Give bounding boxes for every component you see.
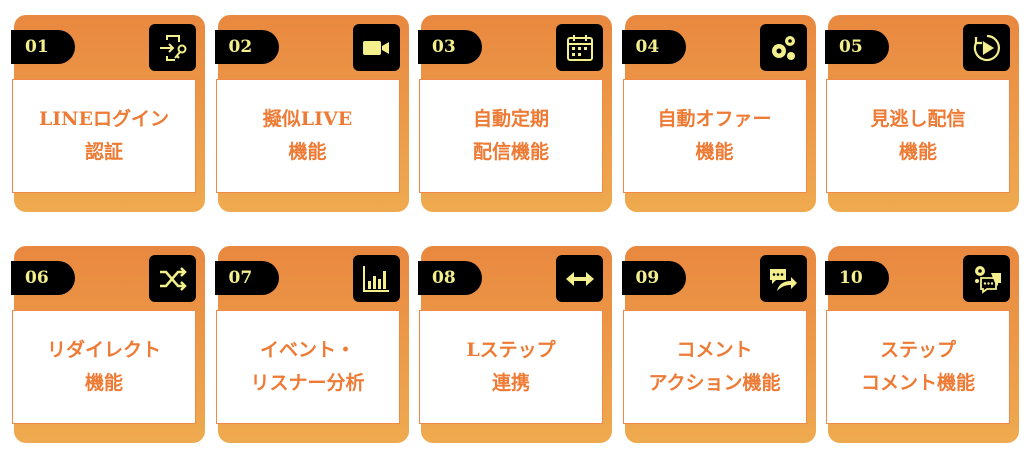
feature-card: 09 コメント アクション機能: [621, 246, 816, 443]
feature-number: 08: [418, 261, 482, 295]
gears-icon: [759, 24, 807, 71]
feature-number: 05: [825, 30, 889, 64]
video-camera-icon: [352, 24, 400, 71]
feature-number: 04: [621, 30, 686, 64]
feature-number: 06: [11, 261, 75, 295]
gear-comment-icon: [963, 255, 1010, 302]
feature-label: 自動定期 配信機能: [472, 108, 549, 163]
feature-card: 04 自動オファー 機能: [621, 15, 816, 212]
feature-label-box: LINEログイン 認証: [12, 79, 196, 193]
feature-card: 05 見逃し配信 機能: [825, 15, 1019, 212]
feature-label: 擬似LIVE 機能: [262, 108, 353, 163]
feature-number: 10: [825, 261, 889, 295]
feature-label: コメント アクション機能: [648, 339, 781, 394]
feature-label: 見逃し配信 機能: [870, 108, 966, 163]
feature-label-box: コメント アクション機能: [622, 310, 807, 424]
feature-number: 07: [214, 261, 279, 295]
feature-label-box: 擬似LIVE 機能: [215, 79, 400, 193]
feature-label-box: 見逃し配信 機能: [826, 79, 1010, 193]
feature-card: 02 擬似LIVE 機能: [214, 15, 409, 212]
feature-label: イベント・ リスナー分析: [250, 339, 365, 394]
feature-card: 03 自動定期 配信機能: [418, 15, 612, 212]
bar-chart-icon: [352, 255, 400, 302]
feature-card: 10 ステップ コメント機能: [825, 246, 1019, 443]
feature-card: 08 Lステップ 連携: [418, 246, 612, 443]
feature-label-box: 自動オファー 機能: [622, 79, 807, 193]
feature-label: ステップ コメント機能: [860, 339, 975, 394]
feature-label-box: イベント・ リスナー分析: [215, 310, 400, 424]
replay-icon: [963, 24, 1010, 71]
feature-label-box: ステップ コメント機能: [826, 310, 1010, 424]
feature-label-box: 自動定期 配信機能: [419, 79, 603, 193]
feature-label: リダイレクト 機能: [46, 339, 161, 394]
shuffle-icon: [149, 255, 196, 302]
calendar-icon: [556, 24, 603, 71]
feature-card: 06 リダイレクト 機能: [11, 246, 205, 443]
horizontal-arrows-icon: [556, 255, 603, 302]
feature-label-box: リダイレクト 機能: [12, 310, 196, 424]
feature-label: LINEログイン 認証: [38, 108, 170, 163]
feature-number: 09: [621, 261, 686, 295]
feature-card: 01 LINEログイン 認証: [11, 15, 205, 212]
feature-card: 07 イベント・ リスナー分析: [214, 246, 409, 443]
feature-label: 自動オファー 機能: [657, 108, 772, 163]
feature-number: 03: [418, 30, 482, 64]
feature-number: 02: [214, 30, 279, 64]
feature-number: 01: [11, 30, 75, 64]
login-key-icon: [149, 24, 196, 71]
comment-share-icon: [759, 255, 807, 302]
feature-label-box: Lステップ 連携: [419, 310, 603, 424]
feature-label: Lステップ 連携: [466, 339, 556, 394]
